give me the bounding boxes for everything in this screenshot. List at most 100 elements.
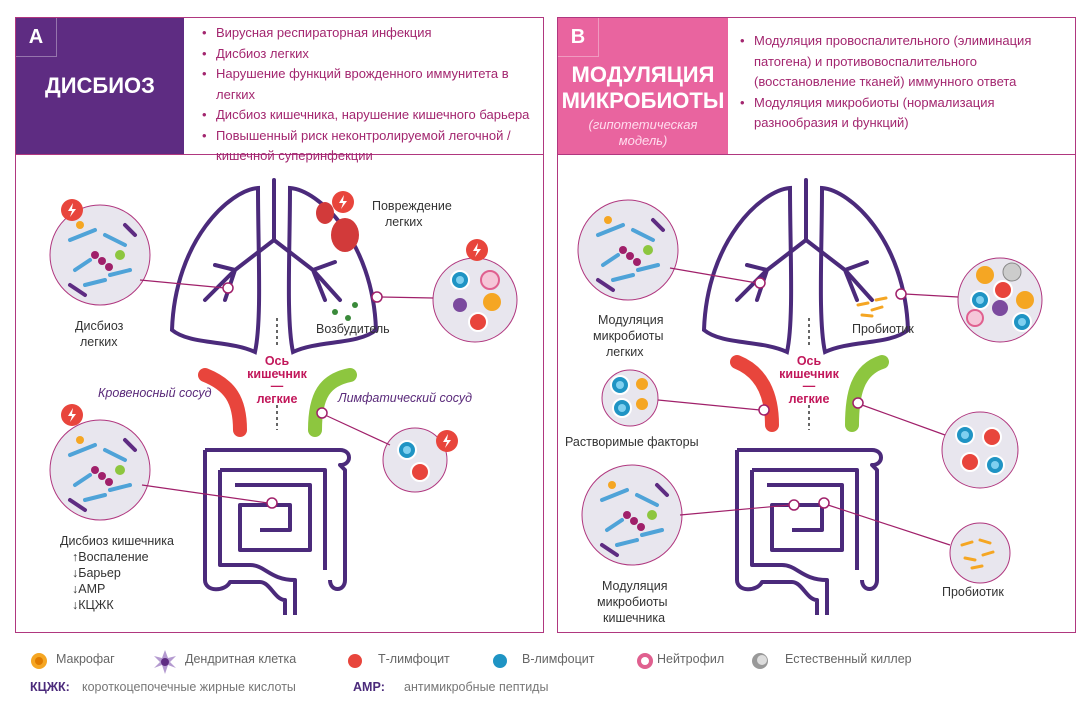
connector-dot bbox=[754, 277, 766, 289]
connector-dot bbox=[758, 404, 770, 416]
axis-label: — bbox=[803, 379, 816, 393]
lymph-vessel-label: Лимфатический сосуд bbox=[337, 391, 472, 405]
axis-label: Ось bbox=[797, 354, 822, 368]
connector-dot bbox=[895, 288, 907, 300]
natural-killer-icon bbox=[752, 653, 768, 669]
immune-cells-circle bbox=[432, 257, 518, 343]
gut-modulation-label: микробиоты bbox=[597, 595, 667, 609]
probiotic-gut-label: Пробиотик bbox=[942, 585, 1004, 599]
alert-icon bbox=[436, 430, 458, 452]
connector-line bbox=[139, 279, 226, 289]
neutrophil-icon bbox=[637, 653, 653, 669]
lung-damage-spot bbox=[331, 218, 359, 252]
bullet: Нарушение функций врожденного иммунитета… bbox=[200, 64, 540, 105]
legend-label: Т-лимфоцит bbox=[378, 652, 450, 666]
bullet: Вирусная респираторная инфекция bbox=[200, 23, 540, 44]
connector-line bbox=[679, 504, 791, 516]
connector-dot bbox=[788, 499, 800, 511]
soluble-factors-label: Растворимые факторы bbox=[565, 435, 699, 449]
lymph-immune-circle bbox=[382, 427, 448, 493]
panel-dysbiosis: A ДИСБИОЗ Вирусная респираторная инфекци… bbox=[15, 17, 544, 633]
axis-label: кишечник bbox=[247, 367, 307, 381]
panel-a-title-block: A ДИСБИОЗ bbox=[16, 18, 184, 154]
blood-vessel bbox=[198, 368, 247, 437]
axis-label: кишечник bbox=[779, 367, 839, 381]
macrophage-icon bbox=[31, 653, 47, 669]
bullet: Модуляция микробиоты (нормализация разно… bbox=[738, 93, 1038, 134]
panel-a-bullets: Вирусная респираторная инфекция Дисбиоз … bbox=[200, 23, 540, 167]
legend-label: Нейтрофил bbox=[657, 652, 725, 666]
panel-b-header: B МОДУЛЯЦИЯ МИКРОБИОТЫ (гипотетическая м… bbox=[558, 18, 1075, 155]
connector-dot bbox=[371, 291, 383, 303]
bullet: Дисбиоз легких bbox=[200, 44, 540, 65]
legend-label: Естественный киллер bbox=[785, 652, 912, 666]
abbr-value: короткоцепочечные жирные кислоты bbox=[82, 680, 296, 694]
panel-b-title-line: МОДУЛЯЦИЯ bbox=[571, 62, 715, 87]
abbr-value: антимикробные пептиды bbox=[404, 680, 549, 694]
bullet: Повышенный риск неконтролируемой легочно… bbox=[200, 126, 516, 167]
gut-effect: ↓КЦЖК bbox=[72, 598, 114, 612]
panel-microbiota-modulation: B МОДУЛЯЦИЯ МИКРОБИОТЫ (гипотетическая м… bbox=[557, 17, 1076, 633]
immune-cells-circle-b bbox=[957, 257, 1043, 343]
lung-dysbiosis-label: легких bbox=[80, 335, 118, 349]
panel-a-header: A ДИСБИОЗ Вирусная респираторная инфекци… bbox=[16, 18, 543, 163]
lung-dysbiosis-label: Дисбиоз bbox=[75, 319, 124, 333]
alert-icon bbox=[61, 404, 83, 426]
gut-dysbiosis-circle bbox=[48, 418, 152, 522]
pathogen-label: Возбудитель bbox=[316, 322, 390, 336]
probiotic-icon bbox=[856, 296, 888, 318]
panel-b-bullets: Модуляция провоспалительного (элиминация… bbox=[738, 31, 1038, 134]
abbr-key: AMP: bbox=[353, 680, 385, 694]
connector-line bbox=[827, 504, 951, 546]
panel-a-letter: A bbox=[16, 18, 57, 57]
bullet: Дисбиоз кишечника, нарушение кишечного б… bbox=[200, 105, 540, 126]
connector-line bbox=[861, 404, 946, 436]
connector-dot bbox=[316, 407, 328, 419]
connector-dot bbox=[222, 282, 234, 294]
lymph-immune-circle-b bbox=[941, 411, 1019, 489]
intestine-b bbox=[735, 448, 883, 617]
lung-damage-label: легких bbox=[385, 215, 423, 229]
alert-icon bbox=[466, 239, 488, 261]
gut-modulation-label: кишечника bbox=[603, 611, 665, 625]
gut-effect: ↓Барьер bbox=[72, 566, 121, 580]
legend-label: Макрофаг bbox=[56, 652, 115, 666]
lung-modulation-label: Модуляция bbox=[598, 313, 663, 327]
gut-effect: ↑Воспаление bbox=[72, 550, 149, 564]
dendritic-cell-icon bbox=[154, 650, 176, 674]
lymph-vessel bbox=[308, 368, 357, 437]
blood-vessel-label: Кровеносный сосуд bbox=[98, 386, 212, 400]
axis-label: легкие bbox=[257, 392, 298, 406]
lung-modulation-label: микробиоты bbox=[593, 329, 663, 343]
gut-effect: ↓АМР bbox=[72, 582, 105, 596]
connector-dot bbox=[266, 497, 278, 509]
panel-b-title-block: B МОДУЛЯЦИЯ МИКРОБИОТЫ (гипотетическая м… bbox=[558, 18, 728, 154]
gut-dysbiosis-label: Дисбиоз кишечника bbox=[60, 534, 174, 548]
lymph-vessel bbox=[845, 355, 889, 432]
lung-damage-spot bbox=[316, 202, 334, 224]
intestine-a bbox=[203, 448, 351, 617]
lung-damage-label: Повреждение bbox=[372, 199, 452, 213]
b-lymphocyte-icon bbox=[493, 654, 507, 668]
connector-line bbox=[379, 296, 434, 299]
connector-line bbox=[904, 293, 959, 298]
pathogen-icon bbox=[332, 302, 358, 321]
panel-b-subtitle: модель) bbox=[618, 133, 668, 148]
alert-icon bbox=[61, 199, 83, 221]
bullet: Модуляция провоспалительного (элиминация… bbox=[738, 31, 1038, 93]
probiotic-lung-label: Пробиотик bbox=[852, 322, 914, 336]
axis-label: — bbox=[271, 379, 284, 393]
lung-dysbiosis-circle bbox=[48, 203, 152, 307]
t-lymphocyte-icon bbox=[348, 654, 362, 668]
connector-line bbox=[141, 484, 269, 504]
connector-line bbox=[657, 399, 761, 411]
connector-line bbox=[324, 414, 391, 446]
gut-modulation-label: Модуляция bbox=[602, 579, 667, 593]
soluble-factors-circle bbox=[601, 369, 659, 427]
panel-a-title: ДИСБИОЗ bbox=[45, 73, 155, 98]
blood-vessel bbox=[730, 355, 779, 432]
abbr-key: КЦЖК: bbox=[30, 680, 70, 694]
alert-icon bbox=[332, 191, 354, 213]
connector-dot bbox=[818, 497, 830, 509]
